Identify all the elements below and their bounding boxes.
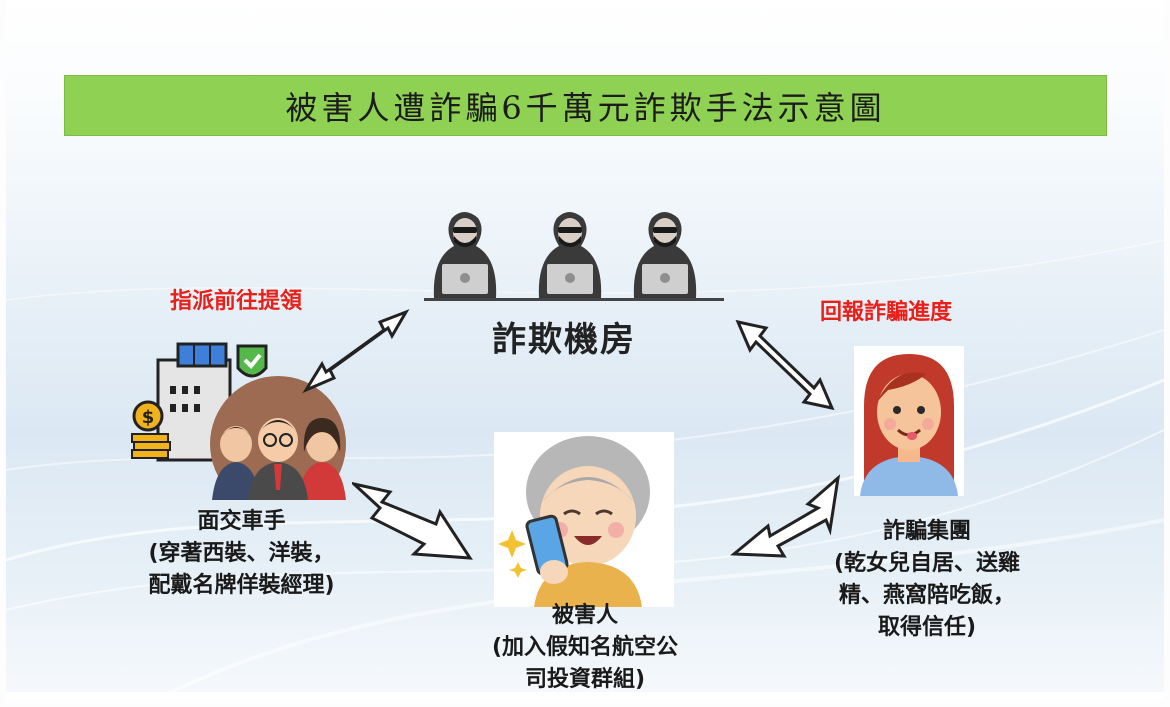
arrow-hub-ring — [735, 319, 835, 411]
hub-label: 詐欺機房 — [492, 320, 636, 360]
business-team-icon: $ — [131, 342, 346, 500]
diagram-title: 被害人遭詐騙6千萬元詐欺手法示意圖 — [285, 88, 886, 127]
edge-label-assign: 指派前往提領 — [170, 289, 303, 314]
hacker-group-icon — [424, 212, 724, 301]
ring-label-line3: 精、燕窩陪吃飯， — [838, 583, 1015, 608]
courier-label-line1: 面交車手 — [197, 509, 286, 534]
title-banner: 被害人遭詐騙6千萬元詐欺手法示意圖 — [64, 75, 1107, 136]
ring-label-line1: 詐騙集團 — [882, 519, 971, 544]
victim-label-line2: (加入假知名航空公 — [491, 635, 679, 660]
ring-label: 詐騙集團 (乾女兒自居、送雞 精、燕窩陪吃飯， 取得信任) — [796, 516, 1058, 644]
courier-label: 面交車手 (穿著西裝、洋裝， 配戴名牌佯裝經理) — [109, 506, 374, 602]
arrow-courier-victim — [352, 482, 473, 560]
ring-label-line4: 取得信任) — [877, 615, 977, 640]
courier-label-line2: (穿著西裝、洋裝， — [148, 541, 335, 566]
victim-label: 被害人 (加入假知名航空公 司投資群組) — [461, 600, 709, 696]
victim-label-line1: 被害人 — [551, 603, 618, 628]
arrow-hub-courier — [302, 309, 410, 394]
arrow-ring-victim — [730, 474, 841, 558]
ring-label-line2: (乾女兒自居、送雞 — [833, 551, 1021, 576]
elderly-woman-phone-icon — [494, 432, 674, 607]
slide: 被害人遭詐騙6千萬元詐欺手法示意圖 詐欺機房 指派前往提領 回報詐騙進度 — [6, 0, 1164, 700]
edge-label-report: 回報詐騙進度 — [820, 300, 953, 325]
courier-label-line3: 配戴名牌佯裝經理) — [148, 573, 335, 598]
young-woman-icon — [854, 346, 964, 496]
svg-text:$: $ — [142, 407, 155, 428]
victim-label-line3: 司投資群組) — [524, 667, 646, 692]
